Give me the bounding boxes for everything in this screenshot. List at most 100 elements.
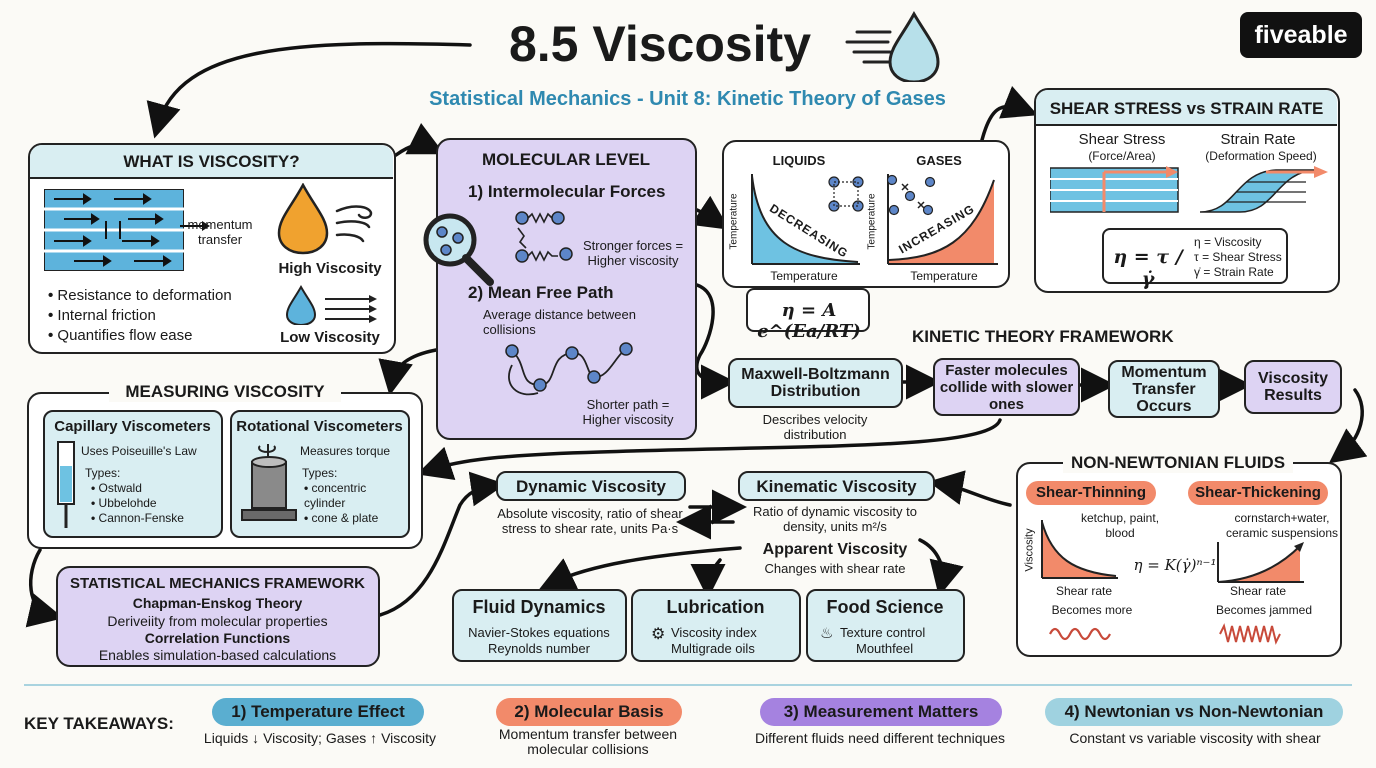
measuring-viscosity-panel: MEASURING VISCOSITY Capillary Viscometer… (27, 382, 423, 549)
shear-formula-box: η = τ / γ̇ η = Viscosity τ = Shear Stres… (1102, 228, 1288, 290)
strain-rate-label: Strain Rate (1220, 131, 1296, 148)
fluid-dynamics-card: Fluid Dynamics Navier-Stokes equations R… (452, 589, 627, 662)
shear-legend-3: γ̇ = Strain Rate (1194, 265, 1274, 279)
mb-description: Describes velocity distribution (762, 412, 868, 442)
thickening-wave-icon (1219, 623, 1281, 645)
capillary-list: Ostwald Ubbelohde Cannon-Fenske (91, 481, 184, 526)
capillary-types: Types: (85, 466, 121, 480)
capillary-law: Uses Poiseuille's Law (81, 444, 197, 458)
shear-heading: SHEAR STRESS vs STRAIN RATE (1049, 99, 1324, 118)
molecule-springs-illustration (515, 211, 573, 263)
shear-legend-1: η = Viscosity (1194, 235, 1262, 249)
dynamic-viscosity-desc: Absolute viscosity, ratio of shear stres… (497, 506, 683, 536)
molecular-level-panel: MOLECULAR LEVEL 1) Intermolecular Forces… (423, 138, 697, 440)
momentum-arrow-icon (180, 221, 210, 231)
takeaway-pill-2: 2) Molecular Basis (496, 698, 682, 726)
bullet-item: Internal friction (48, 306, 232, 326)
takeaway-text-4: Constant vs variable viscosity with shea… (1069, 730, 1321, 746)
mb-distribution-node: Maxwell-Boltzmann Distribution (728, 358, 903, 408)
page-subtitle: Statistical Mechanics - Unit 8: Kinetic … (429, 88, 946, 110)
measuring-heading: MEASURING VISCOSITY (109, 382, 341, 402)
food-science-card: Food Science ♨ Texture control Mouthfeel (806, 589, 965, 662)
viscosity-results-label: Viscosity Results (1258, 370, 1328, 404)
capillary-type-item: Ubbelohde (91, 496, 184, 511)
rotational-viscometer-card: Rotational Viscometers Measures torque T… (230, 410, 410, 538)
food-science-title: Food Science (826, 597, 944, 617)
thinning-result: Becomes more (1051, 603, 1133, 617)
statmech-heading: STATISTICAL MECHANICS FRAMEWORK (70, 575, 365, 592)
power-law-formula: η = K(γ̇)ⁿ⁻¹ (1133, 556, 1217, 574)
gases-viscosity-graph (887, 174, 998, 265)
magnifier-icon (423, 213, 494, 286)
dynamic-viscosity-node: Dynamic Viscosity (496, 471, 686, 501)
thinning-wave-icon (1049, 627, 1111, 641)
fluid-dynamics-line-2: Reynolds number (488, 641, 590, 656)
rotational-types: Types: (302, 466, 338, 480)
shear-thinning-graph (1041, 520, 1118, 579)
mfp-title: 2) Mean Free Path (468, 283, 614, 302)
mfp-text: Shorter path = Higher viscosity (582, 397, 674, 427)
food-science-line-1: Texture control (840, 625, 926, 640)
takeaway-pill-4: 4) Newtonian vs Non-Newtonian (1045, 698, 1343, 726)
kinetic-heading: KINETIC THEORY FRAMEWORK (912, 327, 1174, 346)
arrow-nonnewton-to-kinematic (928, 470, 1012, 507)
high-viscosity-label: High Viscosity (278, 260, 382, 277)
takeaway-text-3: Different fluids need different techniqu… (754, 730, 1006, 746)
apparent-viscosity-title: Apparent Viscosity (762, 541, 908, 558)
rotational-desc: Measures torque (300, 444, 391, 458)
arrhenius-formula: η = A e^(Ea/RT) (757, 300, 861, 342)
kinematic-viscosity-node: Kinematic Viscosity (738, 471, 935, 501)
capillary-title: Capillary Viscometers (54, 418, 211, 435)
arrow-results-to-nonnewton (1328, 388, 1368, 464)
liquids-axis-x: Temperature (770, 269, 838, 283)
food-bowl-icon: ♨ (820, 625, 834, 642)
fluid-dynamics-title: Fluid Dynamics (472, 597, 606, 617)
temperature-panel: LIQUIDS GASES DECREASING INCREASING Temp… (722, 140, 1010, 288)
liquids-label: LIQUIDS (772, 153, 826, 168)
arrow-molecular-to-temp (690, 195, 730, 230)
high-viscosity-drop-icon (277, 183, 373, 255)
rotational-title: Rotational Viscometers (236, 418, 403, 435)
takeaway-pill-3: 3) Measurement Matters (760, 698, 1002, 726)
shear-thinning-pill: Shear-Thinning (1026, 481, 1156, 505)
flow-layers-illustration (44, 189, 184, 271)
viscosity-results-node: Viscosity Results (1244, 360, 1342, 414)
takeaway-text-2: Momentum transfer between molecular coll… (498, 726, 678, 757)
lubrication-line-1: Viscosity index (671, 625, 757, 640)
dynamic-viscosity-title: Dynamic Viscosity (516, 476, 666, 496)
shear-strain-panel: SHEAR STRESS vs STRAIN RATE Shear Stress… (1034, 88, 1340, 293)
strain-rate-sub: (Deformation Speed) (1205, 149, 1317, 163)
statmech-line-2: Deriveiity from molecular properties (107, 613, 328, 629)
capillary-tube-icon (57, 441, 75, 528)
shear-stress-illustration (1050, 166, 1179, 213)
what-is-viscosity-panel: WHAT IS VISCOSITY? momentum transfer (28, 143, 396, 354)
non-newtonian-panel: NON-NEWTONIAN FLUIDS Shear-Thinning Shea… (1016, 453, 1342, 657)
statmech-line-1: Chapman-Enskog Theory (132, 595, 303, 611)
capillary-viscometer-card: Capillary Viscometers Uses Poiseuille's … (43, 410, 223, 538)
forces-title: 1) Intermolecular Forces (468, 182, 666, 201)
shear-thinning-examples: ketchup, paint, blood (1080, 511, 1160, 540)
arrow-apparent-to-fluid (539, 546, 742, 590)
low-viscosity-drop-icon (285, 285, 377, 325)
statmech-line-4: Enables simulation-based calculations (98, 647, 337, 663)
capillary-type-item: Ostwald (91, 481, 184, 496)
apparent-viscosity-desc: Changes with shear rate (764, 561, 906, 576)
liquids-axis-y: Temperature (728, 193, 740, 250)
bullet-item: Resistance to deformation (48, 286, 231, 306)
page-title: 8.5 Viscosity (508, 16, 812, 72)
faster-molecules-label: Faster molecules collide with slower one… (939, 361, 1074, 413)
arrow-temp-to-shear (980, 85, 1039, 142)
arrow-what-to-molecular (394, 122, 445, 157)
takeaway-pill-1: 1) Temperature Effect (212, 698, 424, 726)
what-header-band (30, 145, 393, 179)
shear-stress-label: Shear Stress (1078, 131, 1166, 148)
gear-icon: ⚙ (651, 626, 666, 643)
lubrication-card: Lubrication ⚙ Viscosity index Multigrade… (631, 589, 801, 662)
kinematic-viscosity-title: Kinematic Viscosity (756, 476, 917, 496)
takeaways-divider (24, 684, 1352, 686)
liquid-molecules-icon (828, 176, 864, 212)
rotational-list: concentric cylinder cone & plate (304, 481, 404, 526)
lubrication-title: Lubrication (666, 597, 765, 617)
low-viscosity-label: Low Viscosity (280, 329, 380, 346)
